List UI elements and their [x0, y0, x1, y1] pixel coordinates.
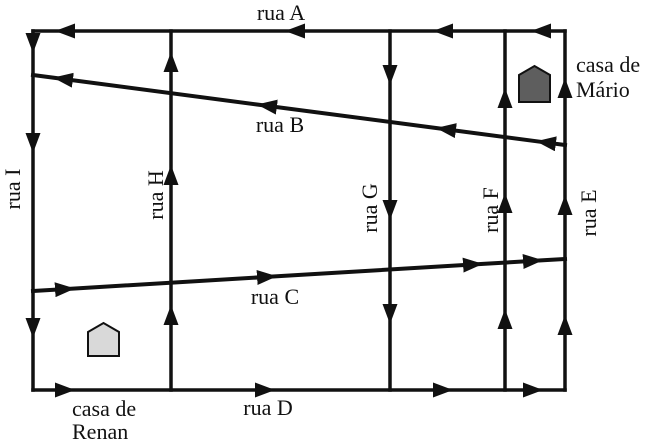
rua-i-label: rua I	[0, 169, 25, 210]
mario-house-label-line2: Mário	[576, 77, 630, 102]
rua-c-street	[30, 254, 568, 298]
rua-d-label: rua D	[243, 395, 292, 420]
renan-house-icon	[87, 321, 120, 357]
mario-house-label-line1: casa de	[576, 52, 640, 77]
rua-c-label: rua C	[251, 284, 299, 309]
mario-house-icon	[518, 64, 551, 103]
rua-f-label: rua F	[478, 187, 503, 233]
rua-b-label: rua B	[256, 112, 304, 137]
renan-house-label-line2: Renan	[72, 419, 128, 442]
rua-h-label: rua H	[143, 170, 168, 220]
rua-b-street	[30, 72, 568, 152]
renan-house-label-line1: casa de	[72, 396, 136, 421]
rua-g-label: rua G	[357, 183, 382, 233]
rua-e-label: rua E	[576, 189, 601, 236]
rua-a-label: rua A	[257, 0, 305, 25]
